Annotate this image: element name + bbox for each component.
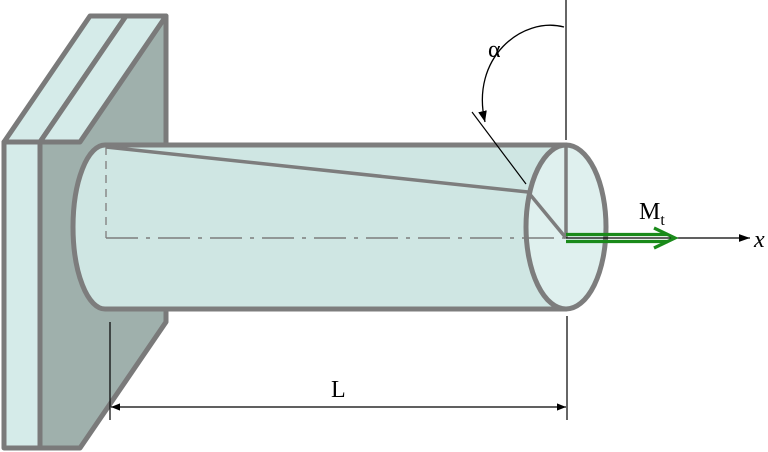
torque-arrow-head [653, 226, 679, 250]
angle-arc [478, 24, 565, 123]
end-face-radius-twisted [526, 190, 568, 240]
length-label: L [331, 377, 346, 403]
shaft-body [70, 142, 569, 312]
cylindrical-shaft [70, 142, 609, 312]
angle-twisted-line [471, 111, 527, 185]
angle-label: α [488, 37, 501, 63]
torque-vector [566, 226, 750, 250]
wall-left-edge [37, 13, 169, 145]
moment-label: Mt [639, 199, 665, 229]
x-axis-label: x [753, 227, 765, 253]
twist-angle-annotation [471, 0, 567, 185]
moment-label-main: M [639, 199, 660, 225]
twisted-generator-line [105, 145, 529, 194]
moment-label-subscript: t [660, 212, 665, 229]
wall-front-face [1, 139, 43, 451]
length-dimension [109, 316, 568, 420]
